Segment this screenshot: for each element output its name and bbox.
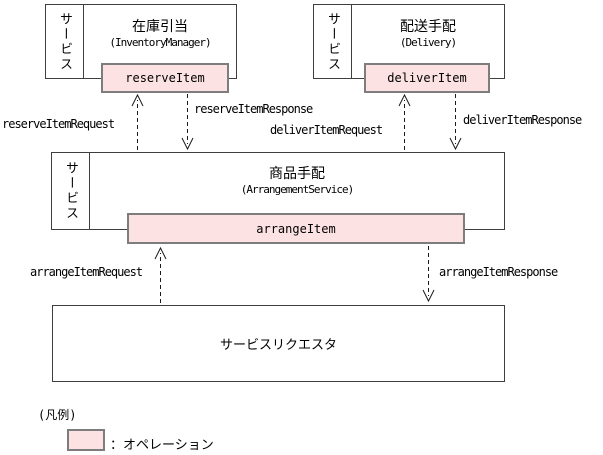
service-title-en: (Delivery): [399, 36, 457, 49]
arrow-arrangeitemresponse: [422, 246, 435, 303]
message-label-arrangeitemresponse: arrangeItemResponse: [439, 265, 558, 279]
message-label-reserveitemresponse: reserveItemResponse: [194, 102, 313, 116]
legend-operation-label: ：オペレーション: [110, 438, 214, 453]
message-label-deliveritemrequest: deliverItemRequest: [270, 123, 383, 137]
arrowhead-down-icon: [422, 289, 435, 303]
service-title-en: (InventoryManager): [109, 36, 211, 49]
arrowhead-down-icon: [449, 137, 462, 151]
arrow-deliveritemrequest: [398, 93, 411, 150]
message-label-reserveitemrequest: reserveItemRequest: [2, 117, 115, 131]
arrowhead-down-icon: [181, 137, 194, 151]
service-box-arrangement-body: 商品手配 (ArrangementService): [90, 153, 504, 229]
service-title-jp: 配送手配: [400, 19, 456, 35]
service-column-label: サービス: [46, 5, 84, 78]
service-title-jp: 商品手配: [269, 165, 325, 182]
message-label-deliveritemresponse: deliverItemResponse: [463, 113, 582, 127]
message-label-arrangeitemrequest: arrangeItemRequest: [30, 265, 143, 279]
operation-arrangeitem: arrangeItem: [127, 213, 465, 244]
service-title-jp: 在庫引当: [132, 19, 188, 35]
vertical-service-label: サービス: [325, 11, 340, 72]
service-requester-box: サービスリクエスタ: [52, 305, 505, 382]
service-column-label: サービス: [314, 5, 352, 78]
arrow-reserveitemresponse: [181, 94, 194, 151]
service-box-delivery-body: 配送手配 (Delivery): [352, 5, 504, 78]
service-column-label: サービス: [52, 153, 90, 229]
arrow-reserveitemrequest: [131, 93, 144, 150]
service-box-inventory-body: 在庫引当 (InventoryManager): [84, 5, 236, 78]
operation-deliveritem: deliverItem: [364, 63, 490, 93]
service-requester-label: サービスリクエスタ: [219, 338, 337, 353]
arrow-deliveritemresponse: [449, 94, 462, 151]
arrowhead-up-icon: [131, 93, 144, 107]
arrowhead-up-icon: [154, 246, 167, 260]
arrowhead-up-icon: [398, 93, 411, 107]
arrow-arrangeitemrequest: [154, 246, 167, 303]
vertical-service-label: サービス: [57, 11, 72, 72]
legend-title: (凡例): [38, 408, 77, 422]
operation-reserveitem: reserveItem: [101, 63, 229, 93]
vertical-service-label: サービス: [63, 161, 78, 221]
legend-operation-swatch: [67, 429, 105, 451]
service-title-en: (ArrangementService): [240, 182, 354, 196]
